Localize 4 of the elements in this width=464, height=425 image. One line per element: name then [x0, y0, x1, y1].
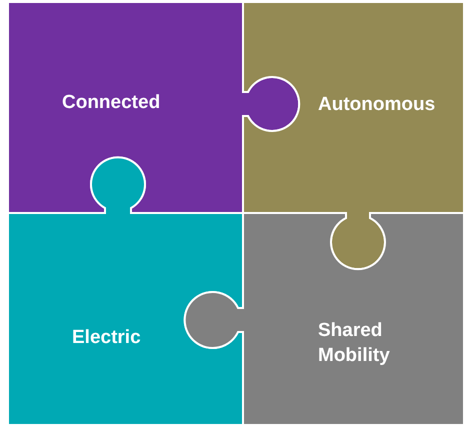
piece-label: Electric — [72, 326, 141, 350]
piece-label: Shared Mobility — [318, 319, 391, 368]
piece-label: Connected — [62, 91, 160, 115]
piece-label: Autonomous — [318, 93, 436, 117]
